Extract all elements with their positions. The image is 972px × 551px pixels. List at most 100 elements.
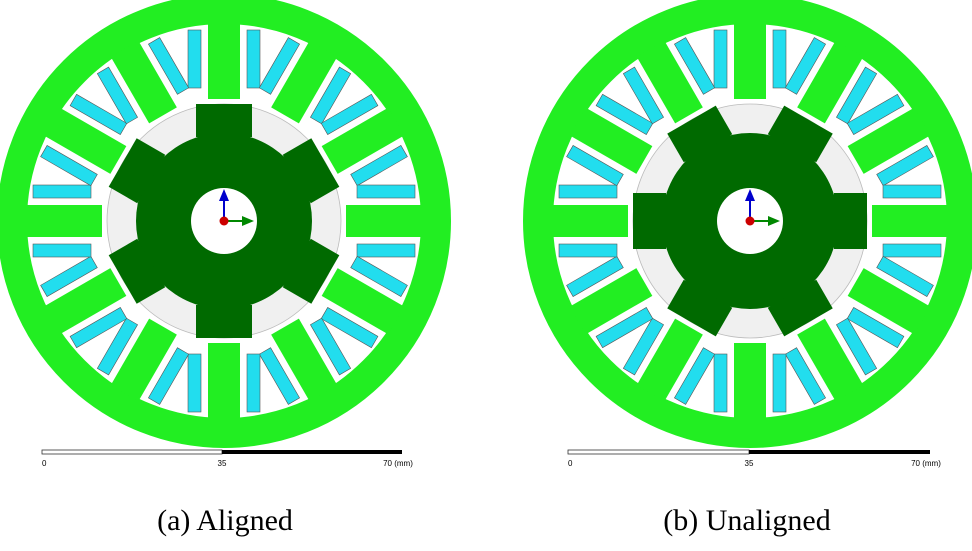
stator-yoke xyxy=(523,0,972,448)
rotor-pole xyxy=(196,305,252,338)
stator-tooth xyxy=(569,268,653,335)
stator-tooth xyxy=(208,343,240,420)
stator-tooth xyxy=(110,40,177,124)
coil xyxy=(882,184,942,199)
stator-tooth xyxy=(25,205,102,237)
origin-dot xyxy=(745,216,755,226)
coil xyxy=(187,29,202,89)
rotor-pole xyxy=(108,238,166,304)
origin-dot xyxy=(219,216,229,226)
rotor-pole xyxy=(767,105,833,163)
coil xyxy=(320,307,379,349)
stator-tooth xyxy=(847,268,931,335)
scale-tick-label: 0 xyxy=(42,459,47,468)
stator-tooth xyxy=(636,40,703,124)
stator-tooth xyxy=(43,268,127,335)
stator-tooth xyxy=(569,107,653,174)
rotor-pole xyxy=(667,105,733,163)
scale-bar-light xyxy=(41,449,223,455)
coil xyxy=(674,347,716,405)
caption-unaligned: (b) Unaligned xyxy=(663,504,831,537)
stator-tooth xyxy=(43,107,127,174)
coil xyxy=(622,317,664,376)
scale-tick-label: 35 xyxy=(218,459,227,468)
coil xyxy=(784,347,826,405)
stator-yoke xyxy=(0,0,451,448)
y-axis-arrow-icon xyxy=(219,189,229,201)
coil xyxy=(836,317,878,376)
stator-tooth xyxy=(208,22,240,99)
coil xyxy=(40,255,98,297)
coil xyxy=(595,93,654,135)
coil xyxy=(876,145,934,187)
coil xyxy=(246,353,261,413)
scale-tick-label: 70 (mm) xyxy=(911,459,941,468)
coil xyxy=(320,93,379,135)
caption-aligned: (a) Aligned xyxy=(157,504,293,537)
panel-aligned: 0 35 70 (mm) xyxy=(0,0,451,468)
coil xyxy=(258,347,300,405)
rotor-pole xyxy=(834,193,867,249)
rotor-pole xyxy=(767,279,833,337)
coil xyxy=(846,93,905,135)
coil xyxy=(69,307,128,349)
stator-tooth xyxy=(321,268,405,335)
stator-tooth xyxy=(346,205,423,237)
coil xyxy=(350,145,408,187)
coil xyxy=(566,145,624,187)
coil xyxy=(846,307,905,349)
coil xyxy=(622,66,664,125)
scale-bar-dark xyxy=(222,450,402,454)
rotor-pole xyxy=(196,104,252,137)
rotor-pole xyxy=(282,238,340,304)
coil xyxy=(558,184,618,199)
coil xyxy=(566,255,624,297)
stator-tooth xyxy=(636,318,703,402)
stator-tooth xyxy=(847,107,931,174)
coil xyxy=(310,66,352,125)
coil xyxy=(96,317,138,376)
rotor-pole xyxy=(633,193,666,249)
coil xyxy=(148,347,190,405)
scale-tick-label: 70 (mm) xyxy=(383,459,413,468)
coil xyxy=(246,29,261,89)
coil xyxy=(32,243,92,258)
coil xyxy=(356,184,416,199)
rotor-pole xyxy=(667,279,733,337)
coil xyxy=(148,37,190,95)
coil xyxy=(187,353,202,413)
stator-tooth xyxy=(551,205,628,237)
coil xyxy=(772,353,787,413)
coil xyxy=(40,145,98,187)
x-axis-arrow-icon xyxy=(768,216,780,226)
coil xyxy=(784,37,826,95)
stator-tooth xyxy=(271,318,338,402)
stator-tooth xyxy=(271,40,338,124)
coil xyxy=(356,243,416,258)
coil xyxy=(882,243,942,258)
coil xyxy=(350,255,408,297)
panel-unaligned: 0 35 70 (mm) xyxy=(523,0,972,468)
coil xyxy=(558,243,618,258)
rotor-pole xyxy=(108,138,166,204)
rotor-pole xyxy=(282,138,340,204)
coil xyxy=(595,307,654,349)
y-axis-arrow-icon xyxy=(745,189,755,201)
coil xyxy=(32,184,92,199)
stator-tooth xyxy=(872,205,949,237)
scale-bar-dark xyxy=(749,450,930,454)
coil xyxy=(96,66,138,125)
scale-tick-label: 0 xyxy=(568,459,573,468)
stator-tooth xyxy=(797,318,864,402)
coil xyxy=(713,353,728,413)
stator-tooth xyxy=(734,22,766,99)
coil xyxy=(69,93,128,135)
coil xyxy=(258,37,300,95)
stator-tooth xyxy=(321,107,405,174)
scale-tick-label: 35 xyxy=(745,459,754,468)
stator-tooth xyxy=(110,318,177,402)
coil xyxy=(674,37,716,95)
coil xyxy=(876,255,934,297)
stator-tooth xyxy=(734,343,766,420)
